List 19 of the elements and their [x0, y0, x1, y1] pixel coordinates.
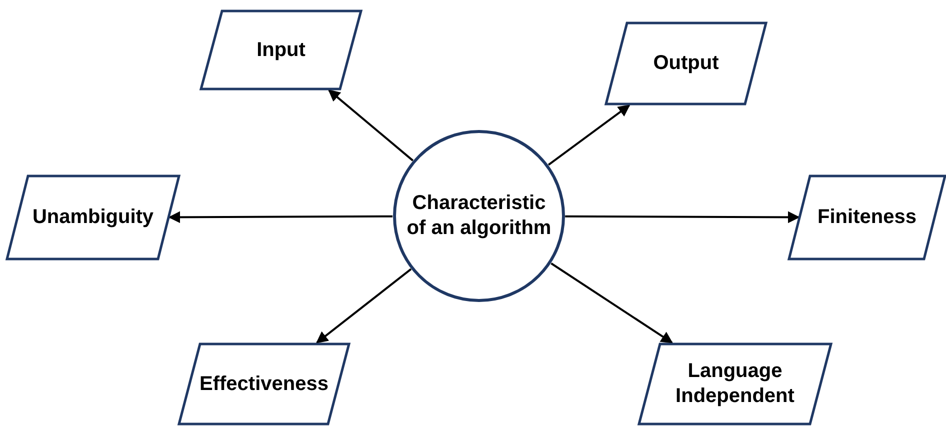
- parallelogram-node: [200, 10, 362, 90]
- arrow: [316, 268, 412, 344]
- node-label: Characteristic of an algorithm: [406, 191, 552, 241]
- parallelogram-node: [178, 343, 350, 425]
- node-label: Language Independent: [674, 359, 796, 409]
- parallelogram-node: [638, 343, 832, 425]
- arrow: [168, 211, 393, 224]
- arrow: [328, 89, 414, 162]
- node-label: Finiteness: [818, 205, 916, 230]
- arrow: [550, 262, 674, 344]
- parallelogram-node: [6, 175, 180, 260]
- parallelogram-node: [788, 175, 946, 260]
- node-label: Output: [653, 51, 719, 76]
- parallelogram-node: [605, 22, 767, 105]
- arrow: [565, 211, 800, 224]
- node-label: Effectiveness: [200, 372, 328, 396]
- arrow: [548, 104, 630, 166]
- node-label: Unambiguity: [32, 205, 154, 230]
- node-label: Input: [256, 38, 306, 62]
